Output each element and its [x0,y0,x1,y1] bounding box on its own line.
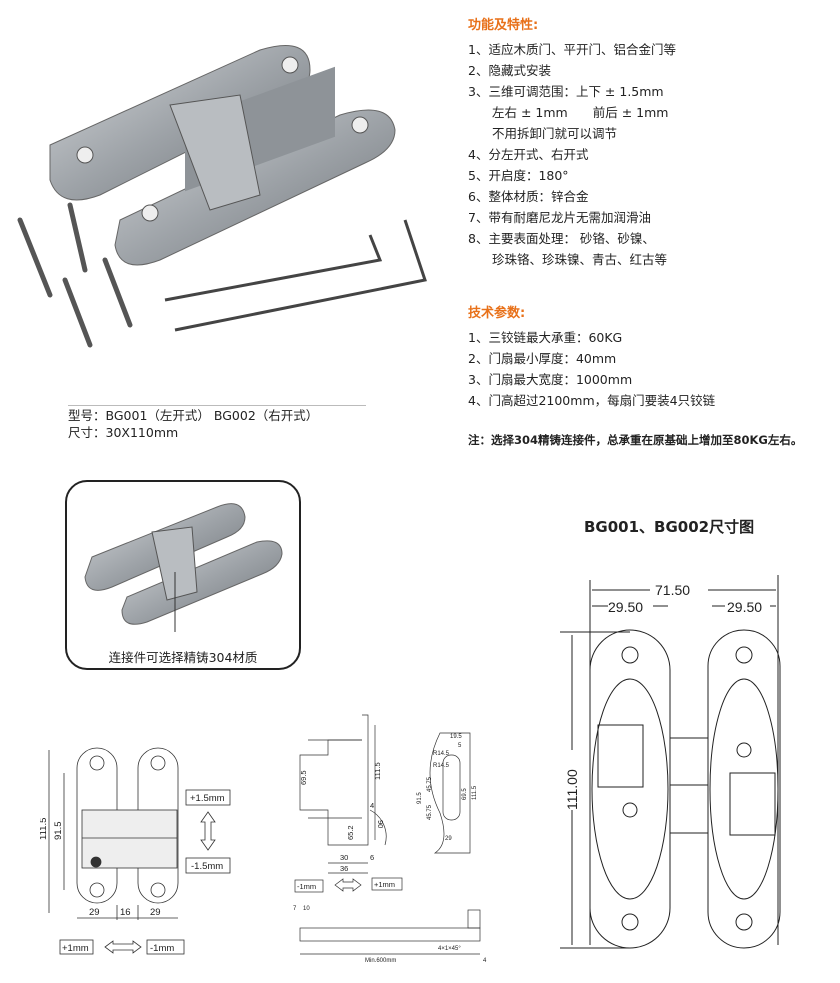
dim-mid: 16 [120,907,131,918]
dim-label: 19.5 [450,734,462,740]
dim-label: 90 [376,820,385,828]
dim-label: 91.5 [417,792,423,804]
adjust-right-label: +1mm [374,880,395,889]
adjust-left-label: -1mm [297,882,316,891]
feature-item: 3、三维可调范围：上下 ± 1.5mm [468,84,664,99]
feature-item: 2、隐藏式安装 [468,63,551,78]
feature-item: 5、开启度：180° [468,168,569,183]
dim-label: 4 [483,958,487,964]
allen-key-icon [164,219,427,332]
spec-item: 2、门扇最小厚度：40mm [468,351,617,366]
inset-hinge-photo [84,503,283,632]
dim-right: 29 [150,907,161,918]
feature-item: 4、分左开式、右开式 [468,147,589,162]
dim-label: 111.5 [373,762,382,780]
dim-label: 4×1×45° [438,946,461,952]
dim-label: R14.5 [433,763,450,769]
features-list: 1、适应木质门、平开门、铝合金门等 2、隐藏式安装 3、三维可调范围：上下 ± 1.… [468,39,676,270]
dim-label: 111.5 [472,785,478,800]
feature-item: 珍珠铬、珍珠镍、青古、红古等 [492,252,668,267]
product-model: 型号：BG001（左开式） BG002（右开式） [68,408,319,423]
adjust-down-label: -1.5mm [191,861,223,872]
dim-label: 4 [370,801,374,810]
side-view-drawing: 69.5 111.5 4 65.2 90 30 6 36 -1mm +1mm 1… [293,714,487,964]
dim-label: R14.5 [433,751,450,757]
adjust-right-label: -1mm [150,943,174,954]
dim-label: 10 [303,906,310,912]
dim-overall-width: 71.50 [655,582,690,598]
adjust-left-label: +1mm [62,943,89,954]
dimension-drawing: 71.50 29.50 29.50 111.00 [560,575,781,949]
front-view-drawing: 111.5 91.5 29 16 29 +1.5mm -1.5mm +1mm -… [40,747,231,955]
dimension-drawing-title: BG001、BG002尺寸图 [584,518,755,536]
dim-label: 45.75 [427,804,433,820]
spec-item: 4、门高超过2100mm，每扇门要装4只铰链 [468,393,716,408]
dim-left: 29 [89,907,100,918]
dim-label: 30 [340,853,348,862]
dim-label: 5 [458,743,462,749]
hinge-product-photo [17,45,427,348]
feature-item: 左右 ± 1mm 前后 ± 1mm [492,105,669,120]
feature-item: 6、整体材质：锌合金 [468,189,589,204]
dim-label: 36 [340,864,348,873]
spec-item: 1、三铰链最大承重：60KG [468,330,623,345]
dim-height: 111.00 [564,769,580,810]
feature-item: 1、适应木质门、平开门、铝合金门等 [468,42,676,57]
dim-label: 69.5 [462,788,468,800]
features-title: 功能及特性: [468,18,539,33]
product-size: 尺寸：30X110mm [68,425,179,440]
specs-note: 注：选择304精铸连接件，总承重在原基础上增加至80KG左右。 [468,433,803,447]
dim-label: 6 [370,853,374,862]
dim-height: 111.5 [40,818,49,840]
dim-label: 45.75 [427,776,433,792]
spec-item: 3、门扇最大宽度：1000mm [468,372,633,387]
dim-label: Min.600mm [365,958,396,964]
divider [68,405,366,406]
dim-label: 7 [293,906,297,912]
feature-item: 7、带有耐磨尼龙片无需加润滑油 [468,210,651,225]
feature-item: 不用拆卸门就可以调节 [492,126,618,141]
specs-title: 技术参数: [468,306,526,321]
dim-label: 29 [445,836,452,842]
dim-right-width: 29.50 [727,599,762,615]
adjust-up-label: +1.5mm [190,793,225,804]
dim-label: 65.2 [346,825,355,840]
inset-caption: 连接件可选择精铸304材质 [108,650,258,665]
dim-label: 69.5 [299,770,308,785]
specs-list: 1、三铰链最大承重：60KG 2、门扇最小厚度：40mm 3、门扇最大宽度：10… [468,327,715,411]
screws-icon [17,202,133,348]
dim-hole-spacing: 91.5 [53,822,64,841]
feature-item: 8、主要表面处理： 砂铬、砂镍、 [468,231,655,246]
connector-inset: 连接件可选择精铸304材质 [65,480,301,670]
dim-left-width: 29.50 [608,599,643,615]
